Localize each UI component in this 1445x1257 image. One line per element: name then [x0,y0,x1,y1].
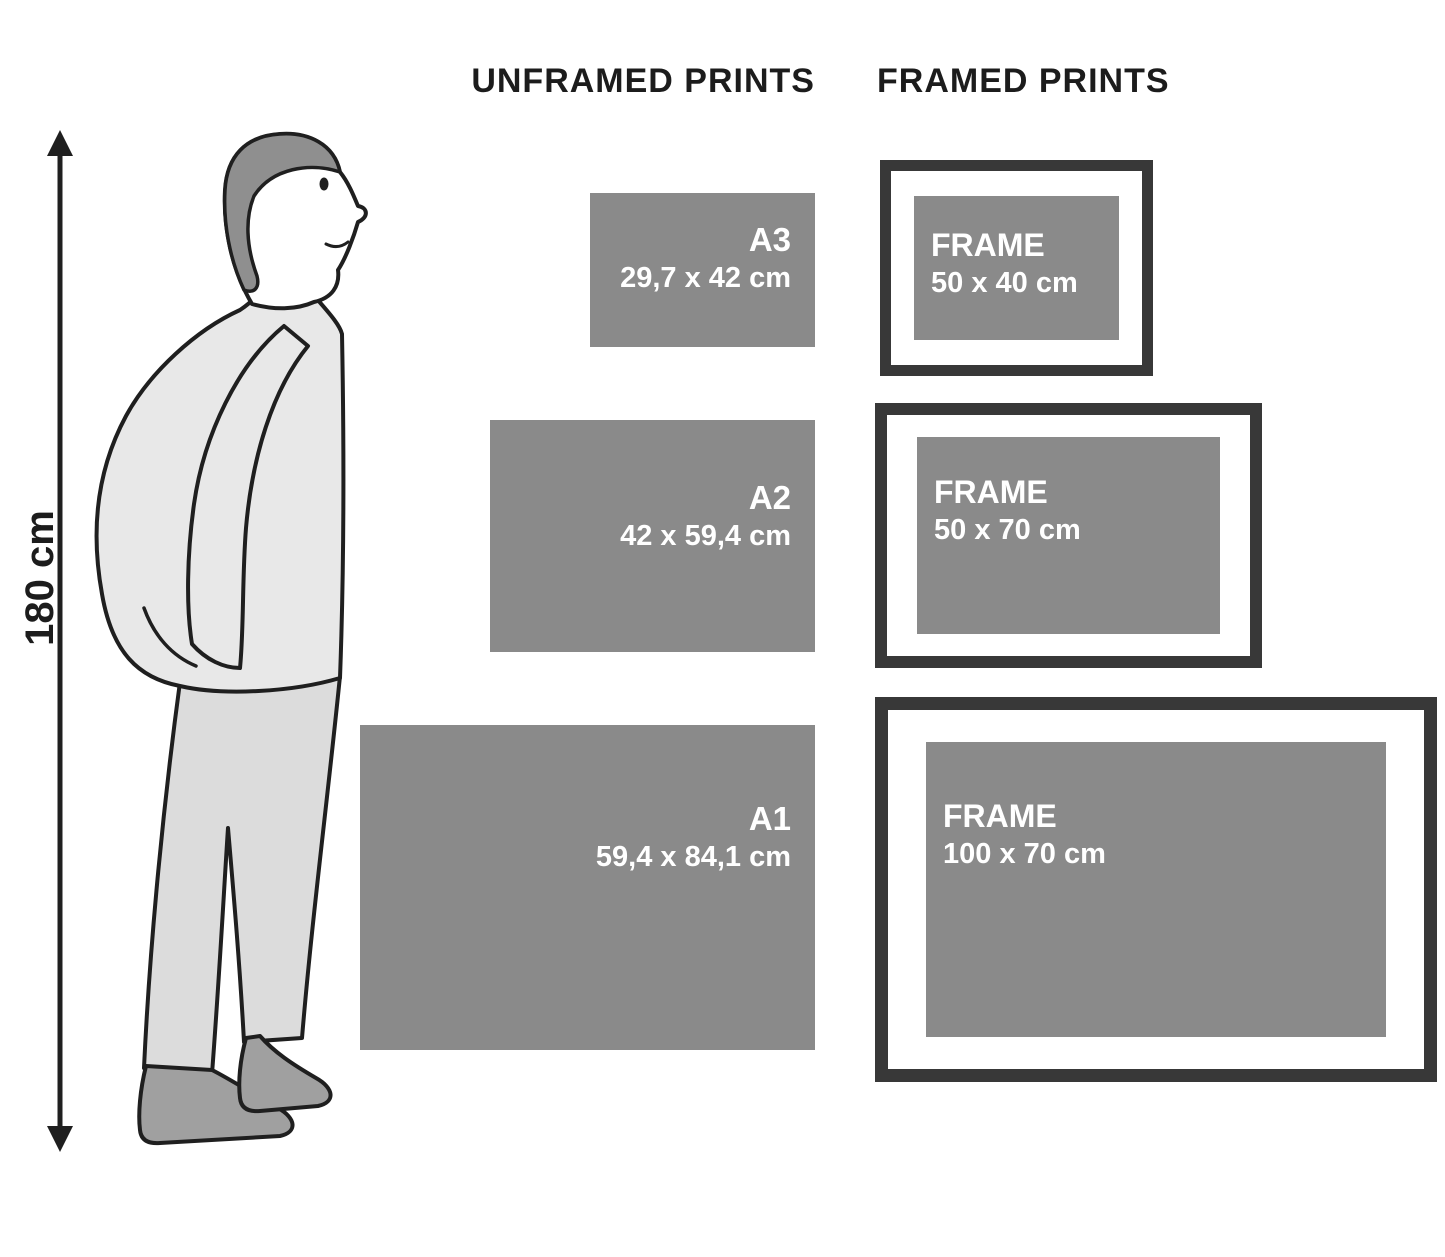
unframed-print-a1: A1 59,4 x 84,1 cm [360,725,815,1050]
print-size: 29,7 x 42 cm [620,261,791,294]
frame-label: FRAME [931,227,1045,264]
frame-label: FRAME [934,473,1048,510]
frame-label: FRAME [943,797,1057,834]
framed-print-100x70: FRAME 100 x 70 cm [875,697,1437,1082]
person-arm [186,324,310,670]
frame-artwork: FRAME 50 x 70 cm [917,437,1220,634]
print-size: 59,4 x 84,1 cm [595,841,791,874]
framed-print-50x70: FRAME 50 x 70 cm [875,403,1262,668]
height-label: 180 cm [18,510,62,646]
height-arrow [47,130,73,1152]
print-size: 42 x 59,4 cm [620,519,791,552]
person-illustration [94,131,368,1146]
person-pants [142,674,342,1076]
framed-print-50x40: FRAME 50 x 40 cm [880,160,1153,376]
person-mouth [324,240,350,249]
unframed-prints-heading: UNFRAMED PRINTS [471,62,815,100]
frame-artwork: FRAME 100 x 70 cm [926,742,1386,1037]
print-label: A1 [748,800,791,838]
frame-size: 50 x 70 cm [934,513,1081,546]
framed-prints-heading: FRAMED PRINTS [877,62,1170,100]
person-front-shoe [237,1034,333,1114]
print-label: A3 [748,220,791,258]
unframed-print-a2: A2 42 x 59,4 cm [490,420,815,652]
frame-artwork: FRAME 50 x 40 cm [914,196,1119,340]
unframed-print-a3: A3 29,7 x 42 cm [590,193,815,347]
person-eye [319,177,329,191]
frame-size: 100 x 70 cm [943,837,1106,870]
print-label: A2 [748,478,791,516]
frame-size: 50 x 40 cm [931,267,1078,300]
person-hair [222,132,342,293]
person-pocket-line [142,606,198,668]
